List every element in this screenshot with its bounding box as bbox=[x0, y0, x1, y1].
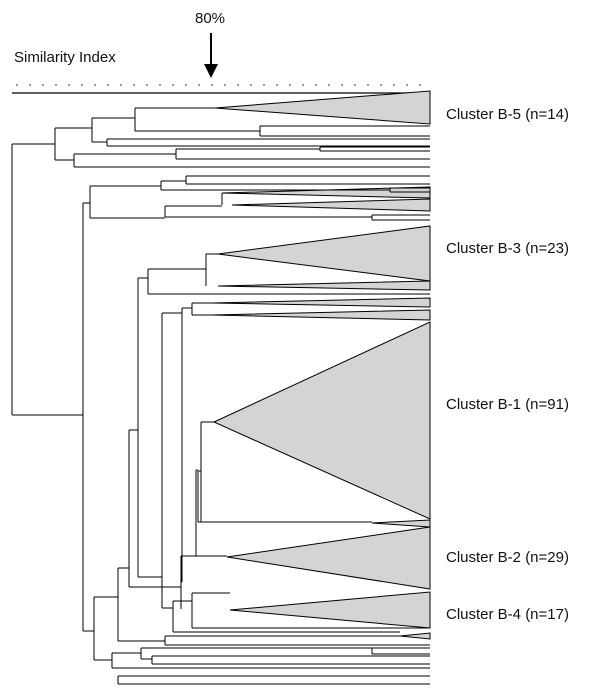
clade-cluster-b1 bbox=[212, 321, 431, 520]
clade-small-e bbox=[371, 519, 431, 528]
collapsed-clusters bbox=[211, 90, 431, 640]
scale-tick bbox=[315, 84, 317, 86]
scale-tick bbox=[367, 84, 369, 86]
scale-tick bbox=[29, 84, 31, 86]
scale-tick bbox=[146, 84, 148, 86]
clade-cluster-b5 bbox=[214, 90, 431, 125]
scale-tick bbox=[406, 84, 408, 86]
cluster-label-b1: Cluster B-1 (n=91) bbox=[446, 396, 569, 413]
threshold-arrow bbox=[204, 33, 218, 78]
clade-small-c bbox=[211, 297, 431, 308]
scale-tick bbox=[94, 84, 96, 86]
scale-tick bbox=[185, 84, 187, 86]
threshold-label: 80% bbox=[195, 10, 225, 27]
cluster-label-b3: Cluster B-3 (n=23) bbox=[446, 240, 569, 257]
scale-dots bbox=[16, 84, 421, 86]
scale-tick bbox=[263, 84, 265, 86]
scale-bar bbox=[12, 84, 430, 94]
scale-tick bbox=[68, 84, 70, 86]
clade-cluster-b4 bbox=[229, 591, 431, 629]
scale-tick bbox=[302, 84, 304, 86]
scale-tick bbox=[211, 84, 213, 86]
clade-small-d bbox=[211, 309, 431, 321]
scale-tick bbox=[81, 84, 83, 86]
scale-tick bbox=[224, 84, 226, 86]
dendrogram-branches bbox=[11, 107, 430, 685]
clade-cluster-b2 bbox=[226, 526, 431, 590]
cluster-label-b4: Cluster B-4 (n=17) bbox=[446, 606, 569, 623]
scale-tick bbox=[133, 84, 135, 86]
scale-tick bbox=[16, 84, 18, 86]
scale-tick bbox=[354, 84, 356, 86]
scale-tick bbox=[159, 84, 161, 86]
clade-small-f bbox=[399, 632, 431, 640]
scale-tick bbox=[328, 84, 330, 86]
similarity-index-label: Similarity Index bbox=[14, 49, 116, 66]
cluster-label-b2: Cluster B-2 (n=29) bbox=[446, 549, 569, 566]
scale-tick bbox=[276, 84, 278, 86]
cluster-labels: Cluster B-5 (n=14) Cluster B-3 (n=23) Cl… bbox=[446, 106, 569, 623]
scale-tick bbox=[55, 84, 57, 86]
scale-tick bbox=[42, 84, 44, 86]
scale-tick bbox=[107, 84, 109, 86]
clade-small-b3 bbox=[217, 280, 431, 291]
scale-tick bbox=[237, 84, 239, 86]
clade-small-b bbox=[231, 198, 431, 212]
scale-tick bbox=[198, 84, 200, 86]
scale-tick bbox=[120, 84, 122, 86]
scale-tick bbox=[393, 84, 395, 86]
tree-branch-lines bbox=[11, 107, 430, 685]
scale-tick bbox=[341, 84, 343, 86]
scale-tick bbox=[250, 84, 252, 86]
scale-tick bbox=[289, 84, 291, 86]
cluster-label-b5: Cluster B-5 (n=14) bbox=[446, 106, 569, 123]
scale-tick bbox=[380, 84, 382, 86]
clade-cluster-b3 bbox=[217, 225, 431, 282]
scale-tick bbox=[172, 84, 174, 86]
scale-tick bbox=[419, 84, 421, 86]
